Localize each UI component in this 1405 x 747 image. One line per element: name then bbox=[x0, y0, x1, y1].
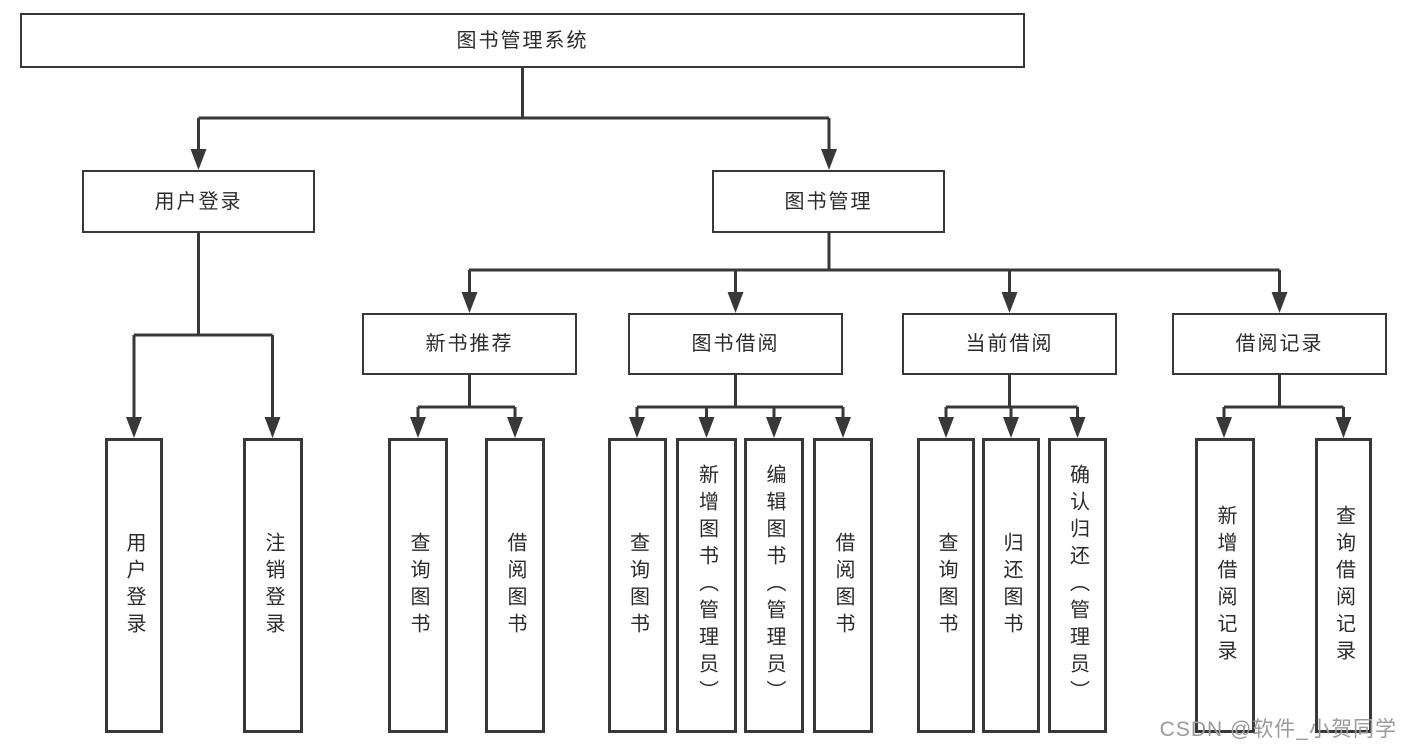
leaf-newbooks-borrow-books: 借阅图书 bbox=[485, 438, 545, 733]
node-label: 新增借阅记录 bbox=[1214, 504, 1236, 667]
leaf-current-confirm-return-admin: 确认归还（管理员） bbox=[1048, 438, 1107, 733]
node-label: 注销登录 bbox=[262, 531, 284, 640]
leaf-borrow-add-books-admin: 新增图书（管理员） bbox=[676, 438, 737, 733]
leaf-borrow-edit-books-admin: 编辑图书（管理员） bbox=[744, 438, 804, 733]
leaf-records-query-record: 查询借阅记录 bbox=[1315, 438, 1372, 733]
node-label: 查询借阅记录 bbox=[1332, 504, 1355, 667]
leaf-current-query-books: 查询图书 bbox=[917, 438, 975, 733]
node-label: 归还图书 bbox=[1000, 531, 1022, 640]
node-label: 图书管理 bbox=[784, 190, 873, 213]
node-label: 图书借阅 bbox=[691, 333, 780, 355]
leaf-borrow-borrow-books: 借阅图书 bbox=[813, 438, 873, 733]
csdn-watermark: CSDN @软件_小贺同学 bbox=[1159, 718, 1397, 741]
node-new-book-recommend: 新书推荐 bbox=[362, 313, 577, 375]
node-label: 查询图书 bbox=[407, 531, 429, 640]
leaf-records-add-record: 新增借阅记录 bbox=[1195, 438, 1255, 733]
node-label: 用户登录 bbox=[123, 531, 145, 640]
node-label: 查询图书 bbox=[626, 531, 649, 640]
node-label: 查询图书 bbox=[935, 531, 957, 640]
node-book-management: 图书管理 bbox=[712, 170, 945, 233]
node-borrow-records: 借阅记录 bbox=[1172, 313, 1387, 375]
leaf-current-return-books: 归还图书 bbox=[982, 438, 1040, 733]
node-label: 图书管理系统 bbox=[456, 29, 589, 52]
node-root-system: 图书管理系统 bbox=[20, 13, 1025, 68]
node-label: 借阅图书 bbox=[504, 531, 526, 640]
leaf-borrow-query-books: 查询图书 bbox=[608, 438, 667, 733]
leaf-user-login: 用户登录 bbox=[105, 438, 163, 733]
node-label: 当前借阅 bbox=[965, 333, 1054, 355]
node-label: 借阅记录 bbox=[1235, 333, 1324, 355]
node-label: 编辑图书（管理员） bbox=[763, 464, 785, 707]
node-book-borrow: 图书借阅 bbox=[628, 313, 843, 375]
node-label: 新书推荐 bbox=[425, 333, 514, 355]
node-label: 确认归还（管理员） bbox=[1066, 464, 1089, 707]
leaf-newbooks-query-books: 查询图书 bbox=[388, 438, 448, 733]
leaf-logout: 注销登录 bbox=[243, 438, 303, 733]
node-label: 借阅图书 bbox=[832, 531, 854, 640]
node-user-login: 用户登录 bbox=[82, 170, 315, 233]
node-current-borrow: 当前借阅 bbox=[902, 313, 1117, 375]
node-label: 新增图书（管理员） bbox=[695, 464, 718, 707]
node-label: 用户登录 bbox=[154, 190, 243, 213]
